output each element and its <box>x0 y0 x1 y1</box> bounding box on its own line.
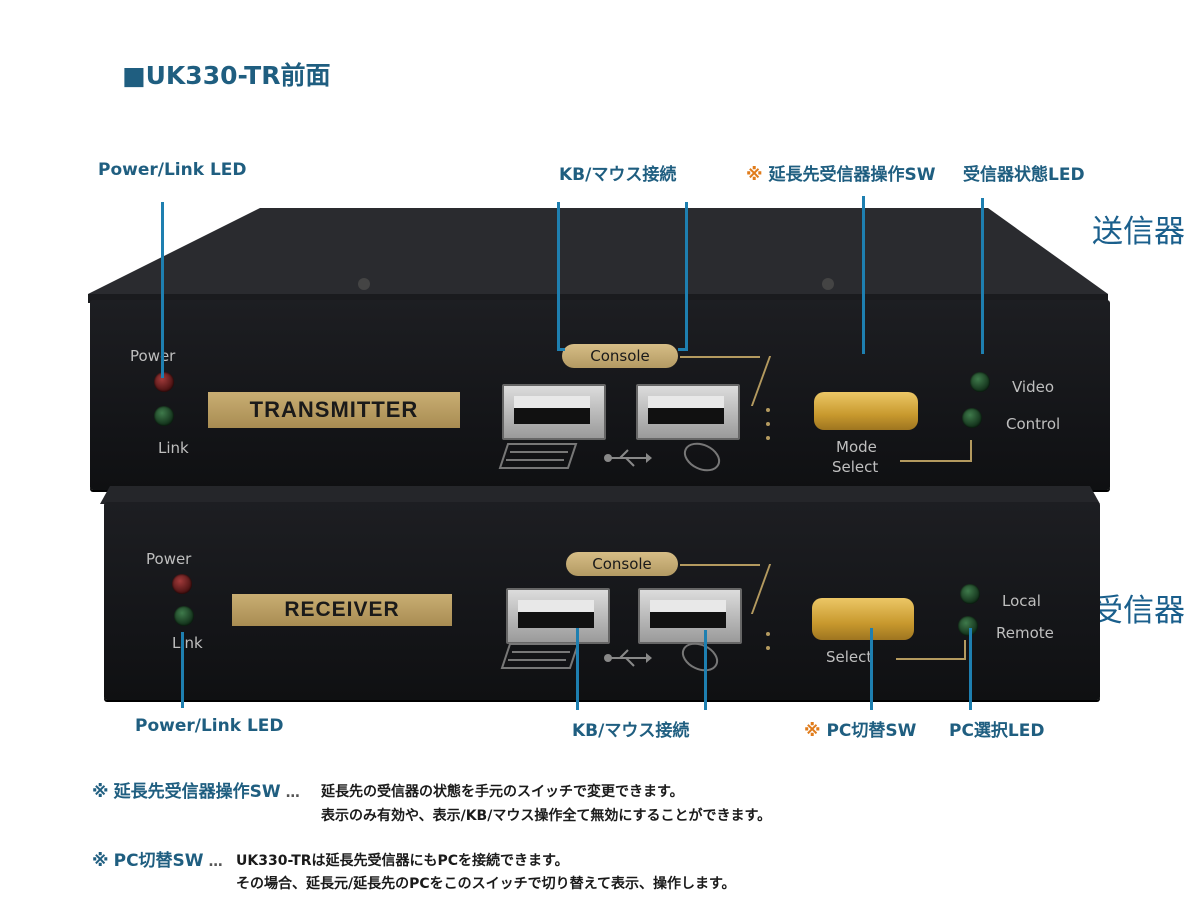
receiver-front-panel: Power Link RECEIVER Console Select Local… <box>104 502 1100 700</box>
leader-top-mouse-foot <box>678 348 688 351</box>
transmitter-front-panel: Power Link TRANSMITTER Console Mode Sele… <box>90 300 1110 490</box>
receiver-link-label: Link <box>172 634 203 652</box>
note-ext-sw-line2: 表示のみ有効や、表示/KB/マウス操作全て無効にすることができます。 <box>321 808 772 824</box>
transmitter-link-label: Link <box>158 439 189 457</box>
receiver-usb-keyboard-port[interactable] <box>506 588 610 644</box>
leader-top-status-led <box>981 198 984 354</box>
transmitter-select-label: Select <box>832 458 879 476</box>
note-mark: ※ <box>804 721 821 741</box>
note-pc-sw-line2: その場合、延長元/延長先のPCをこのスイッチで切り替えて表示、操作します。 <box>236 876 736 892</box>
receiver-remote-label: Remote <box>996 624 1054 642</box>
gold-dot <box>766 436 770 440</box>
callout-bottom-kb-mouse: KB/マウス接続 <box>572 721 690 741</box>
callout-bottom-power-link-led: Power/Link LED <box>135 716 284 736</box>
usb-icon <box>604 449 652 467</box>
receiver-case-top <box>100 486 1100 504</box>
transmitter-video-led <box>970 372 990 392</box>
callout-bottom-pc-sw: ※ PC切替SW <box>804 716 916 741</box>
gold-trace <box>900 460 972 462</box>
callout-top-status-led: 受信器状態LED <box>963 165 1085 185</box>
transmitter-link-led <box>154 406 174 426</box>
transmitter-control-led <box>962 408 982 428</box>
leader-bottom-kb <box>576 628 579 710</box>
note-ext-sw-line1: 延長先の受信器の状態を手元のスイッチで変更できます。 <box>321 784 684 800</box>
gold-trace <box>964 640 966 660</box>
usb-icon <box>604 649 652 667</box>
gold-trace <box>750 356 772 406</box>
callout-top-kb-mouse: KB/マウス接続 <box>559 165 677 185</box>
callout-top-power-link-led: Power/Link LED <box>98 160 247 180</box>
note-pc-sw-line1: UK330-TRは延長先受信器にもPCを接続できます。 <box>236 853 569 869</box>
side-label-receiver: 受信器 <box>1092 593 1185 629</box>
leader-bottom-mouse <box>704 630 707 710</box>
screw-icon <box>822 278 834 290</box>
keyboard-icon <box>500 643 580 669</box>
receiver-nameplate: RECEIVER <box>232 594 452 626</box>
gold-dot <box>766 632 770 636</box>
leader-top-kb <box>557 202 560 350</box>
transmitter-power-led <box>154 372 174 392</box>
gold-dot <box>766 646 770 650</box>
callout-top-ext-sw: ※ 延長先受信器操作SW <box>746 160 935 185</box>
gold-trace <box>750 564 772 614</box>
page-title: ■UK330-TR前面 <box>122 61 331 90</box>
transmitter-video-label: Video <box>1012 378 1055 396</box>
receiver-remote-led <box>958 616 978 636</box>
receiver-local-led <box>960 584 980 604</box>
gold-trace <box>896 658 966 660</box>
screw-icon <box>358 278 370 290</box>
receiver-usb-mouse-port[interactable] <box>638 588 742 644</box>
leader-top-mouse <box>685 202 688 350</box>
note-ellipsis: … <box>208 854 223 870</box>
leader-top-ext-sw <box>862 196 865 354</box>
gold-trace <box>680 356 760 358</box>
gold-trace <box>970 440 972 462</box>
transmitter-mode-label: Mode <box>836 438 877 456</box>
keyboard-icon <box>498 443 578 469</box>
leader-bottom-pc-led <box>969 628 972 710</box>
callout-bottom-pc-led: PC選択LED <box>949 721 1045 741</box>
note-mark: ※ <box>92 851 109 871</box>
mouse-icon <box>681 642 719 672</box>
receiver-power-label: Power <box>146 550 192 568</box>
transmitter-console-label: Console <box>562 344 678 368</box>
note-mark: ※ <box>92 782 109 802</box>
note-ellipsis: … <box>285 785 300 801</box>
transmitter-mode-select-button[interactable] <box>814 392 918 430</box>
receiver-link-led <box>174 606 194 626</box>
receiver-console-label: Console <box>566 552 678 576</box>
note-pc-sw-head: PC切替SW <box>113 851 204 871</box>
transmitter-case-top <box>88 208 1108 303</box>
leader-bottom-power-link <box>181 632 184 708</box>
mouse-icon <box>683 442 721 472</box>
leader-bottom-pc-sw <box>870 628 873 710</box>
receiver-select-label: Select <box>826 648 873 666</box>
note-mark: ※ <box>746 165 763 185</box>
transmitter-nameplate: TRANSMITTER <box>208 392 460 428</box>
gold-dot <box>766 422 770 426</box>
note-pc-sw: ※ PC切替SW … <box>92 846 223 871</box>
transmitter-usb-keyboard-port[interactable] <box>502 384 606 440</box>
callout-top-ext-sw-label: 延長先受信器操作SW <box>768 165 936 185</box>
note-ext-sw: ※ 延長先受信器操作SW … <box>92 777 300 802</box>
transmitter-control-label: Control <box>1006 415 1061 433</box>
leader-top-kb-foot <box>557 348 565 351</box>
transmitter-power-label: Power <box>130 347 176 365</box>
receiver-local-label: Local <box>1002 592 1041 610</box>
side-label-transmitter: 送信器 <box>1092 214 1185 250</box>
gold-trace <box>680 564 760 566</box>
leader-top-power-link <box>161 202 164 378</box>
receiver-power-led <box>172 574 192 594</box>
note-ext-sw-head: 延長先受信器操作SW <box>113 782 281 802</box>
callout-bottom-pc-sw-label: PC切替SW <box>826 721 917 741</box>
gold-dot <box>766 408 770 412</box>
transmitter-usb-mouse-port[interactable] <box>636 384 740 440</box>
receiver-select-button[interactable] <box>812 598 914 640</box>
